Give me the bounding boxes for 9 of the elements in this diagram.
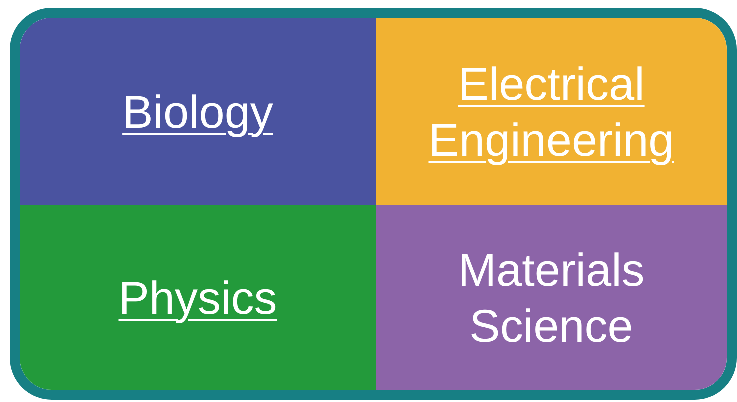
subject-label: Physics bbox=[118, 270, 278, 326]
subject-label: Biology bbox=[122, 84, 274, 140]
subject-label: Electrical Engineering bbox=[428, 56, 676, 168]
quadrant-panel bbox=[20, 205, 376, 390]
subject-label: Materials Science bbox=[457, 242, 646, 354]
quadrant-panel bbox=[376, 205, 727, 390]
quadrant-panel bbox=[20, 18, 376, 205]
rounded-frame bbox=[10, 8, 737, 400]
quadrant-panel bbox=[376, 18, 727, 205]
